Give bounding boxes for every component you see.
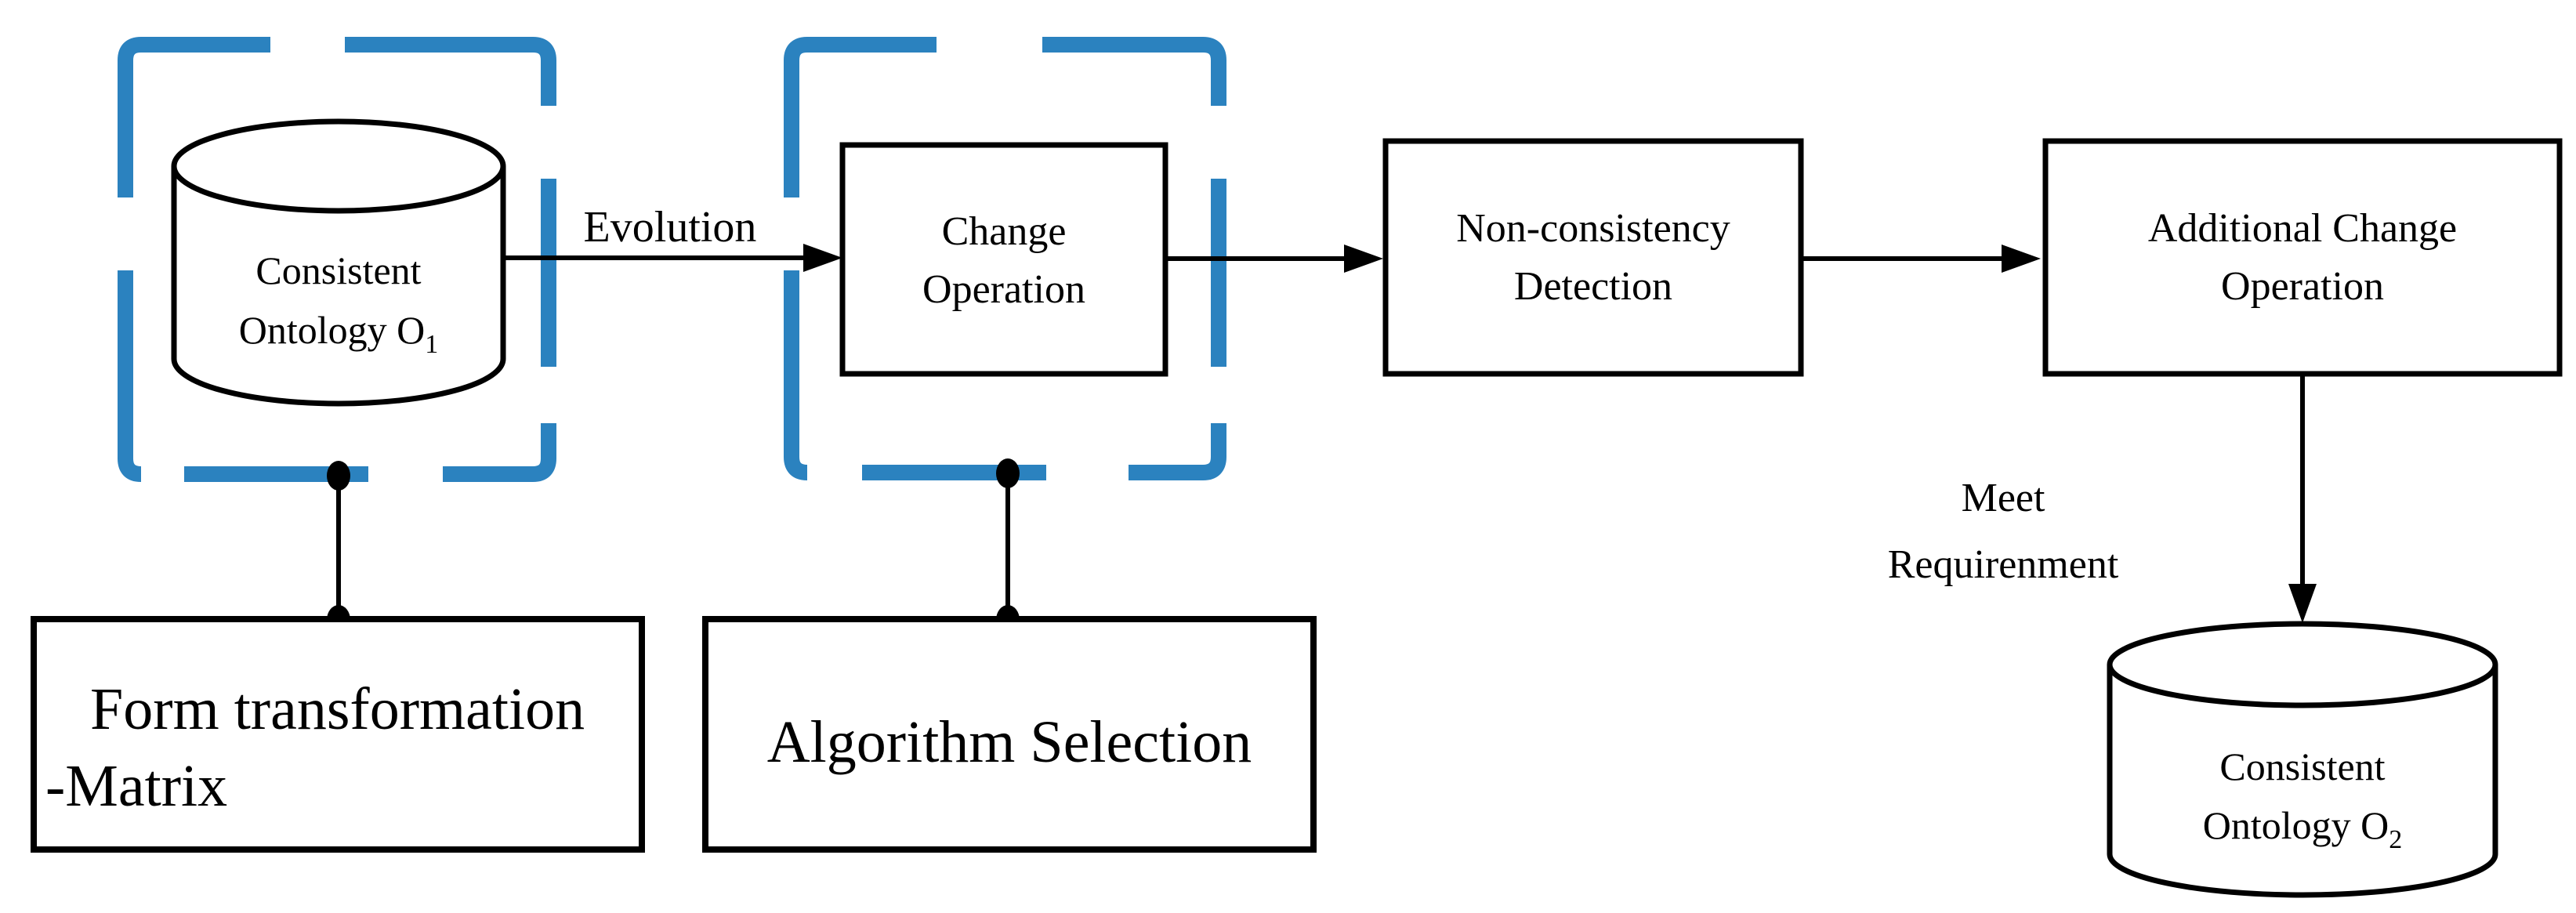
cylinder-top: [2107, 621, 2498, 708]
change-operation-label-line1: Change: [942, 209, 1067, 254]
result-ontology-cylinder: Consistent Ontology O2: [2107, 621, 2498, 898]
non-consistency-detection-box: Non-consistency Detection: [1382, 138, 1804, 377]
dash-segment: [443, 423, 556, 482]
source-ontology-label-line1: Consistent: [255, 248, 421, 292]
result-ontology-label-line2: Ontology O2: [2203, 803, 2403, 854]
evolution-label: Evolution: [584, 203, 757, 252]
dash-segment: [1042, 37, 1226, 106]
source-ontology-label-line2: Ontology O1: [239, 308, 439, 359]
connector-dot: [327, 461, 350, 491]
result-ontology-label-line1: Consistent: [2219, 745, 2385, 788]
arrowhead-icon: [1344, 245, 1383, 273]
box-border: [31, 616, 645, 853]
source-ontology-cylinder: Consistent Ontology O1: [171, 118, 506, 407]
dash-segment: [1129, 423, 1226, 480]
subscript: 2: [2389, 825, 2402, 854]
arrowhead-icon: [803, 244, 842, 272]
cylinder-body: [2107, 665, 2498, 898]
box-border: [839, 142, 1168, 377]
dash-segment: [118, 37, 270, 197]
algorithm-connector: [996, 458, 1020, 635]
connector-dot: [996, 458, 1020, 488]
additional-change-label-line2: Operation: [2221, 264, 2384, 309]
arrowhead-icon: [2288, 584, 2317, 623]
dash-segment: [118, 270, 142, 482]
form-transformation-matrix-box: Form transformation -Matrix: [31, 616, 645, 853]
arrowhead-icon: [2002, 245, 2041, 273]
dash-segment: [784, 37, 937, 197]
dash-segment: [784, 270, 808, 480]
non-consistency-label-line2: Detection: [1514, 264, 1672, 309]
form-matrix-label-line1: Form transformation: [90, 676, 585, 742]
form-matrix-label-line2: -Matrix: [45, 753, 227, 819]
evolution-arrow: Evolution: [503, 203, 842, 272]
box-border: [2042, 138, 2563, 377]
box-border: [702, 616, 1317, 853]
change-operation-box: Change Operation: [839, 142, 1168, 377]
meet-requirement-label-line2: Requirenment: [1888, 542, 2119, 587]
cylinder-body: [171, 166, 506, 407]
additional-change-operation-box: Additional Change Operation: [2042, 138, 2563, 377]
algorithm-selection-label: Algorithm Selection: [767, 709, 1252, 775]
non-consistency-label-line1: Non-consistency: [1456, 206, 1730, 251]
box-border: [1382, 138, 1804, 377]
change-operation-label-line2: Operation: [922, 267, 1085, 312]
dash-segment: [345, 37, 556, 106]
cylinder-top: [171, 118, 506, 214]
result-arrow: Meet Requirenment: [1888, 375, 2317, 623]
detection-arrow: [1167, 245, 1383, 273]
subscript: 1: [425, 330, 438, 359]
additional-arrow: [1802, 245, 2041, 273]
meet-requirement-label-line1: Meet: [1962, 476, 2045, 520]
algorithm-selection-box: Algorithm Selection: [702, 616, 1317, 853]
additional-change-label-line1: Additional Change: [2148, 206, 2457, 251]
form-matrix-connector: [327, 461, 350, 635]
